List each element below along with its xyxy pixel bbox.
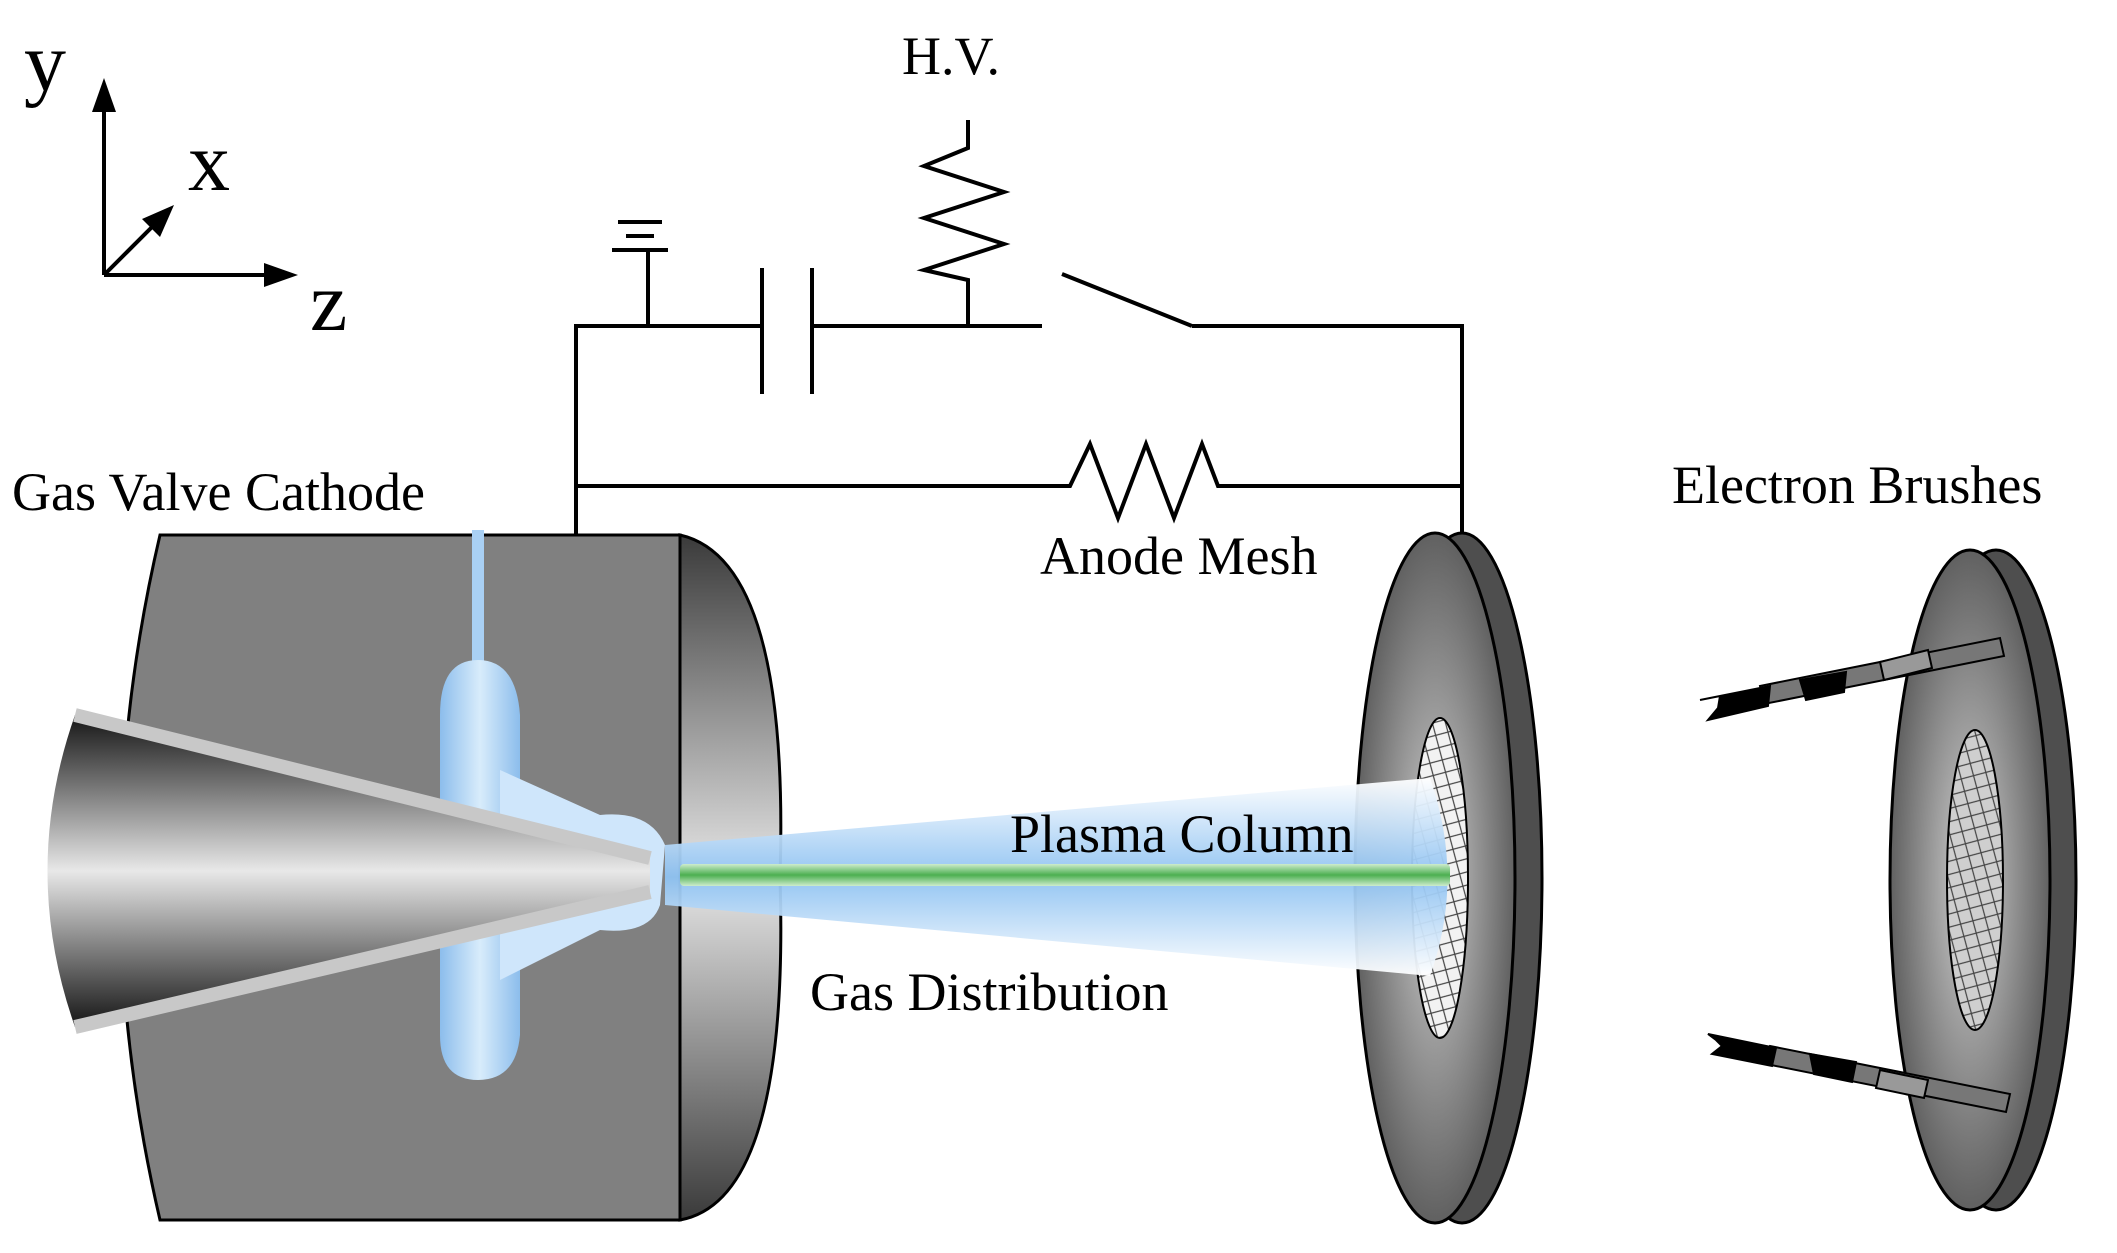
plasma-label: Plasma Column — [1010, 804, 1354, 864]
axis-label-x: x — [188, 116, 230, 209]
load-resistor — [576, 438, 1462, 524]
circuit — [574, 120, 1464, 535]
anode-label: Anode Mesh — [1040, 526, 1317, 586]
axis-label-y: y — [24, 16, 66, 109]
gas-feed-tube — [472, 530, 484, 665]
brushes-label: Electron Brushes — [1672, 455, 2042, 515]
electron-brush-disk — [1888, 548, 2078, 1212]
electron-brushes — [1699, 636, 2012, 1114]
hv-label: H.V. — [902, 26, 1000, 86]
plasma-column — [680, 864, 1450, 886]
anode-disk — [1353, 531, 1544, 1225]
coordinate-axes — [92, 78, 298, 287]
switch — [1061, 272, 1193, 328]
brush-bristles-top — [1699, 684, 1772, 722]
brush-bristles-bottom — [1707, 1033, 1778, 1068]
hv-resistor — [916, 120, 1011, 326]
cathode-label: Gas Valve Cathode — [12, 462, 425, 522]
gas-valve-cathode — [47, 530, 783, 1222]
nozzle-cone — [47, 715, 650, 1027]
axis-label-z: z — [310, 256, 347, 349]
gas-label: Gas Distribution — [810, 962, 1169, 1022]
